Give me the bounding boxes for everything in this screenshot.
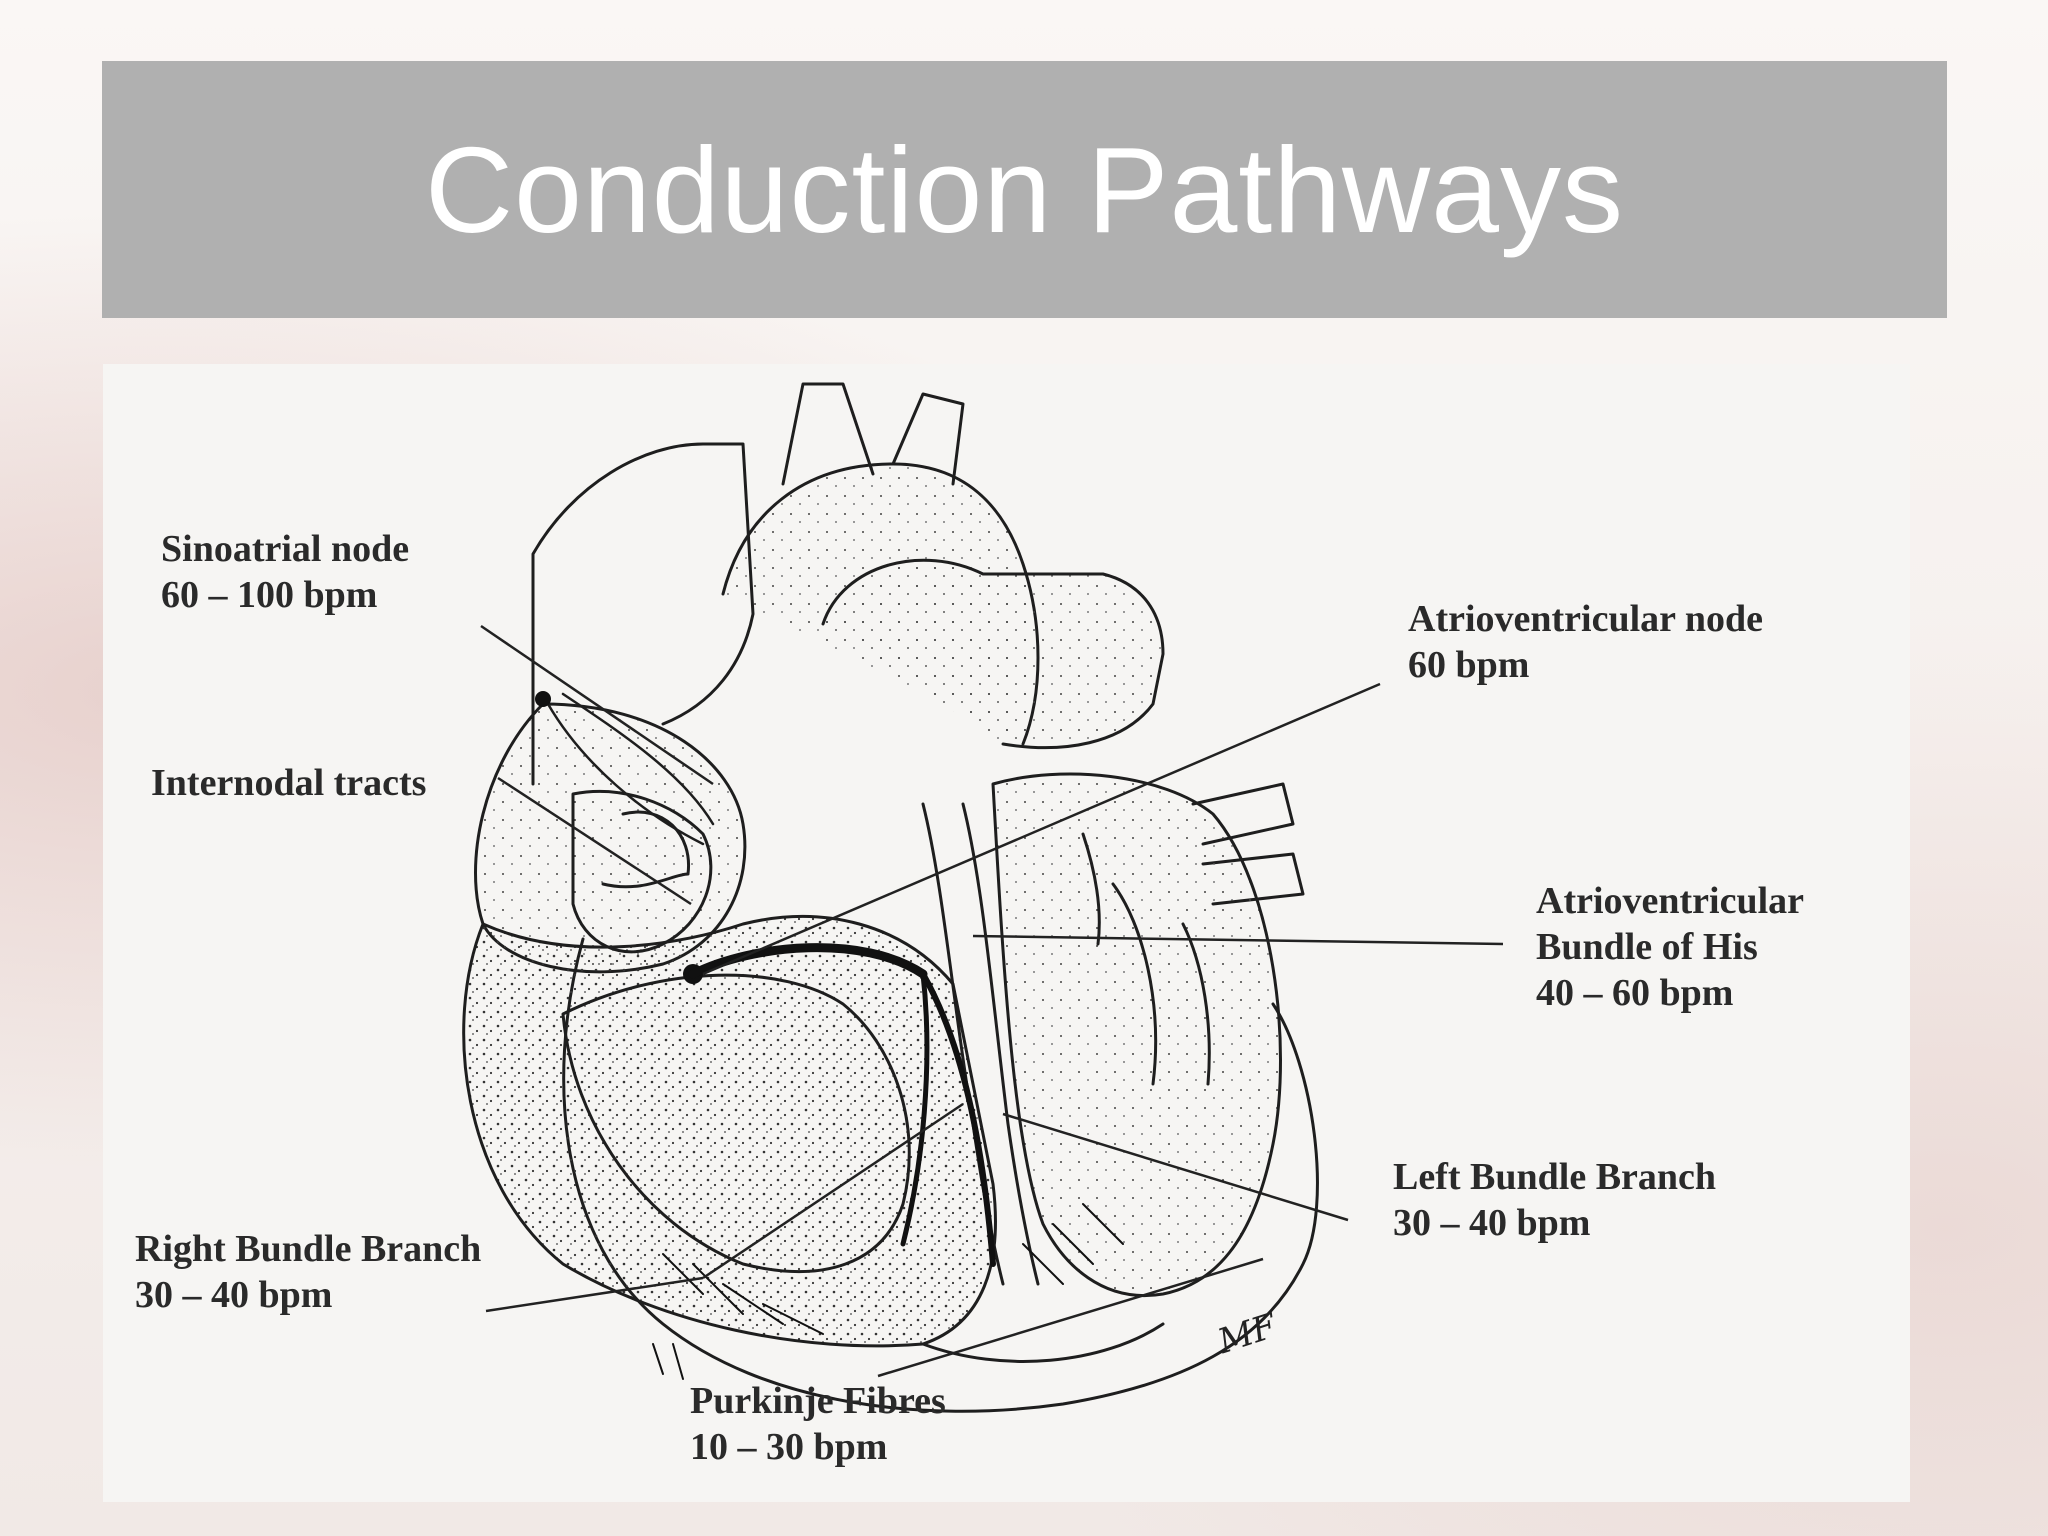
label-right-bundle-branch: Right Bundle Branch 30 – 40 bpm bbox=[135, 1226, 481, 1318]
right-bundle-name: Right Bundle Branch bbox=[135, 1228, 482, 1270]
label-sinoatrial-node: Sinoatrial node 60 – 100 bpm bbox=[161, 526, 409, 618]
right-bundle-branch-path bbox=[900, 971, 930, 1247]
page-title: Conduction Pathways bbox=[424, 121, 1625, 258]
label-bundle-of-his: Atrioventricular Bundle of His 40 – 60 b… bbox=[1536, 878, 1804, 1016]
label-purkinje-fibres: Purkinje Fibres 10 – 30 bpm bbox=[690, 1378, 946, 1470]
purkinje-name: Purkinje Fibres bbox=[690, 1380, 946, 1422]
bundle-his-rate: 40 – 60 bpm bbox=[1536, 972, 1734, 1014]
conduction-system bbox=[535, 691, 1124, 1380]
leader-sinoatrial bbox=[480, 624, 714, 786]
bundle-of-his-path bbox=[688, 943, 928, 979]
av-node-rate: 60 bpm bbox=[1408, 644, 1530, 686]
sinoatrial-name: Sinoatrial node bbox=[161, 528, 410, 570]
right-bundle-rate: 30 – 40 bpm bbox=[135, 1274, 333, 1316]
title-bar: Conduction Pathways bbox=[102, 61, 1947, 318]
internodal-name: Internodal tracts bbox=[151, 762, 427, 804]
purkinje-rate: 10 – 30 bpm bbox=[690, 1426, 888, 1468]
leader-right-bundle-2 bbox=[702, 1102, 964, 1280]
sa-node-marker bbox=[535, 691, 551, 707]
bundle-his-line1: Atrioventricular bbox=[1536, 880, 1805, 922]
leader-bundle-his bbox=[972, 934, 1504, 946]
leader-left-bundle bbox=[1002, 1112, 1349, 1222]
purkinje-fibre-paths bbox=[652, 1203, 1124, 1380]
pulmonary-trunk bbox=[821, 558, 1165, 750]
label-av-node: Atrioventricular node 60 bpm bbox=[1408, 596, 1763, 688]
leader-purkinje bbox=[877, 1257, 1264, 1378]
bundle-his-line2: Bundle of His bbox=[1536, 926, 1758, 968]
internodal-tract-paths bbox=[546, 692, 715, 846]
leader-right-bundle bbox=[485, 1276, 704, 1313]
tricuspid-valve bbox=[571, 789, 713, 954]
brachiocephalic-vessels bbox=[781, 382, 965, 486]
left-bundle-rate: 30 – 40 bpm bbox=[1393, 1202, 1591, 1244]
heart-outline bbox=[462, 382, 1319, 1413]
leader-lines bbox=[480, 624, 1504, 1378]
left-ventricle bbox=[991, 772, 1282, 1297]
heart-diagram-panel: Sinoatrial node 60 – 100 bpm Internodal … bbox=[103, 364, 1910, 1502]
leader-av-node bbox=[702, 682, 1381, 976]
left-bundle-branch-path bbox=[920, 971, 996, 1267]
right-ventricle bbox=[462, 915, 997, 1348]
sinoatrial-rate: 60 – 100 bpm bbox=[161, 574, 378, 616]
leader-internodal bbox=[497, 776, 692, 906]
av-node-name: Atrioventricular node bbox=[1408, 598, 1763, 640]
left-bundle-name: Left Bundle Branch bbox=[1393, 1156, 1717, 1198]
heart-illustration bbox=[462, 382, 1504, 1413]
label-left-bundle-branch: Left Bundle Branch 30 – 40 bpm bbox=[1393, 1154, 1716, 1246]
right-ventricle-chamber bbox=[561, 973, 911, 1273]
superior-vena-cava bbox=[531, 442, 755, 786]
label-internodal-tracts: Internodal tracts bbox=[151, 760, 426, 806]
